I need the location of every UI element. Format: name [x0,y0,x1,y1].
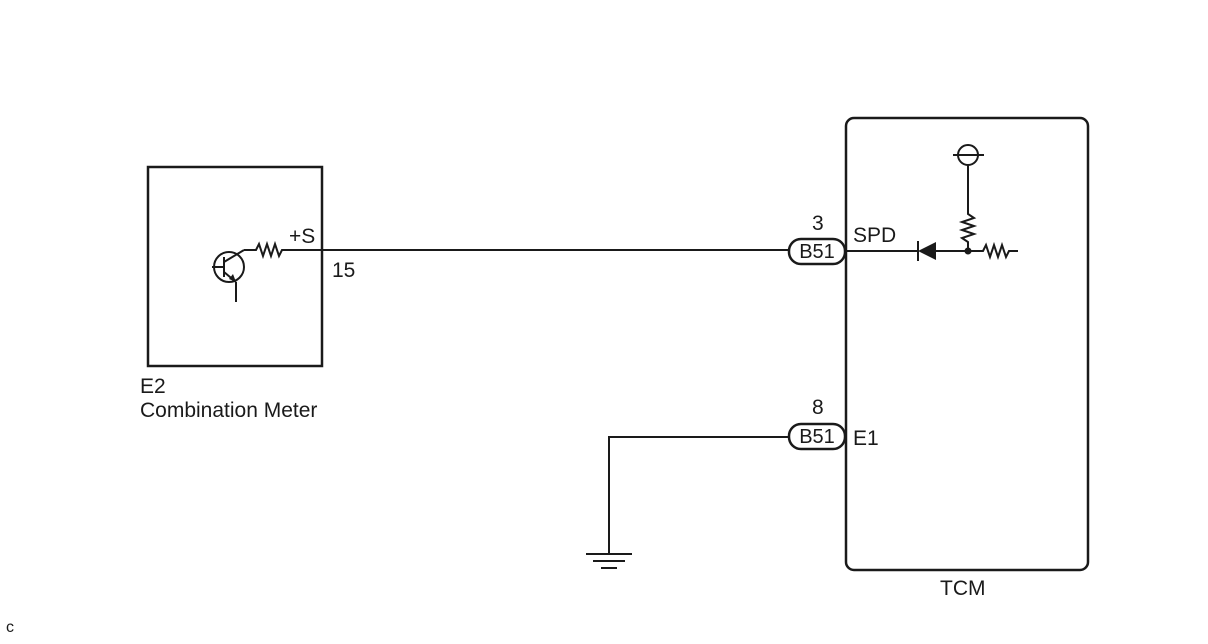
power-supply-icon [953,144,984,168]
spd-terminal-name: SPD [853,224,897,247]
spd-connector-label: B51 [799,241,835,263]
meter-name: Combination Meter [140,399,318,422]
meter-resistor-symbol [244,240,292,260]
e1-terminal-name: E1 [853,427,879,450]
spd-pin-number: 3 [812,212,824,235]
tcm-box [844,116,1090,572]
diode-symbol [917,241,936,261]
tcm-series-resistor-symbol [968,241,1018,261]
combination-meter-box [146,165,324,368]
meter-code: E2 [140,375,166,398]
transistor-symbol [212,249,245,302]
connector-b51-spd [787,237,847,266]
pullup-resistor-symbol [958,166,978,251]
ground-wire [608,436,788,553]
connector-b51-e1 [787,422,847,451]
meter-terminal-number: 15 [332,259,356,282]
e1-connector-label: B51 [799,426,835,448]
tcm-name: TCM [940,577,986,600]
corner-mark: c [6,619,14,636]
meter-terminal-name: +S [289,225,316,248]
ground-icon [586,553,632,569]
e1-pin-number: 8 [812,396,824,419]
